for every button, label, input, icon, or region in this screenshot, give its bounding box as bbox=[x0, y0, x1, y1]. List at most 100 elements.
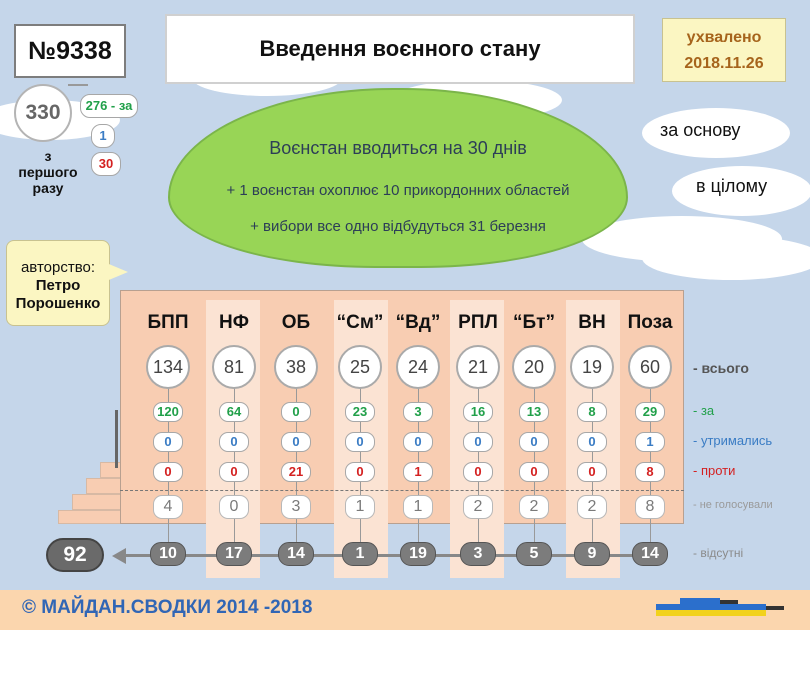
page-title: Введення воєнного стану bbox=[165, 14, 635, 84]
party-vidsutni-bpp: 10 bbox=[150, 542, 186, 566]
cloud-decoration bbox=[642, 108, 790, 158]
row-label-proty: - проти bbox=[693, 463, 736, 478]
party-utrymalys-ob: 0 bbox=[281, 432, 311, 452]
absent-arrow-line bbox=[124, 554, 654, 557]
party-utrymalys-rpl: 0 bbox=[463, 432, 493, 452]
authorship-label: авторство: bbox=[20, 259, 96, 276]
connector-line bbox=[68, 84, 88, 86]
row-label-total: - всього bbox=[693, 360, 749, 376]
note-basis: за основу bbox=[660, 120, 741, 140]
party-utrymalys-nf: 0 bbox=[219, 432, 249, 452]
separator-line bbox=[120, 490, 684, 491]
party-utrymalys-vn: 0 bbox=[577, 432, 607, 452]
party-vidsutni-rpl: 3 bbox=[460, 542, 496, 566]
party-proty-ob: 21 bbox=[281, 462, 311, 482]
party-name-vn: ВН bbox=[578, 312, 606, 333]
infographic-canvas: №9338 Введення воєнного стану ухвалено 2… bbox=[0, 0, 810, 630]
summary-line-1: Воєнстан вводиться на 30 днів bbox=[269, 138, 527, 158]
party-total-vn: 19 bbox=[570, 345, 614, 389]
party-ne-golos-rpl: 2 bbox=[463, 495, 493, 519]
absent-arrow-head bbox=[112, 548, 126, 564]
party-ne-golos-nf: 0 bbox=[219, 495, 249, 519]
party-proty-rpl: 0 bbox=[463, 462, 493, 482]
first-reading-label-1: з bbox=[44, 148, 52, 164]
stairs-decoration bbox=[100, 462, 122, 478]
party-ne-golos-poza: 8 bbox=[635, 495, 665, 519]
party-ne-golos-vd: 1 bbox=[403, 495, 433, 519]
party-za-nf: 64 bbox=[219, 402, 249, 422]
flag-rifle-icon bbox=[656, 598, 784, 616]
party-proty-vd: 1 bbox=[403, 462, 433, 482]
party-za-vd: 3 bbox=[403, 402, 433, 422]
party-vidsutni-bt: 5 bbox=[516, 542, 552, 566]
row-label-utrymalys: - утримались bbox=[693, 433, 773, 448]
party-ne-golos-vn: 2 bbox=[577, 495, 607, 519]
first-reading-label-3: разу bbox=[32, 180, 64, 196]
party-proty-bpp: 0 bbox=[153, 462, 183, 482]
stairs-decoration bbox=[58, 510, 122, 524]
authorship-bubble: авторство: Петро Порошенко bbox=[6, 240, 110, 326]
first-reading-za: 276 - за bbox=[80, 94, 138, 118]
party-utrymalys-sm: 0 bbox=[345, 432, 375, 452]
absent-total: 92 bbox=[46, 538, 104, 572]
party-name-poza: Поза bbox=[627, 312, 673, 333]
bubble-tail bbox=[104, 262, 128, 282]
party-name-rpl: РПЛ bbox=[458, 312, 498, 333]
party-total-ob: 38 bbox=[274, 345, 318, 389]
party-za-ob: 0 bbox=[281, 402, 311, 422]
party-za-poza: 29 bbox=[635, 402, 665, 422]
party-total-rpl: 21 bbox=[456, 345, 500, 389]
party-vidsutni-nf: 17 bbox=[216, 542, 252, 566]
party-name-bpp: БПП bbox=[147, 312, 189, 333]
author-name-1: Петро bbox=[35, 277, 81, 294]
summary-line-2: + 1 воєнстан охоплює 10 прикордонних обл… bbox=[226, 182, 570, 199]
stairs-decoration bbox=[86, 478, 122, 494]
party-vidsutni-poza: 14 bbox=[632, 542, 668, 566]
party-za-bt: 13 bbox=[519, 402, 549, 422]
party-za-rpl: 16 bbox=[463, 402, 493, 422]
summary-line-3: + вибори все одно відбудуться 31 березня bbox=[250, 218, 546, 235]
stairs-decoration bbox=[72, 494, 122, 510]
first-reading-total: 330 bbox=[14, 84, 72, 142]
party-proty-poza: 8 bbox=[635, 462, 665, 482]
party-name-vd: “Вд” bbox=[395, 312, 441, 333]
party-ne-golos-ob: 3 bbox=[281, 495, 311, 519]
party-utrymalys-bpp: 0 bbox=[153, 432, 183, 452]
author-name-2: Порошенко bbox=[15, 295, 101, 312]
party-vidsutni-vn: 9 bbox=[574, 542, 610, 566]
party-total-poza: 60 bbox=[628, 345, 672, 389]
summary-bubble bbox=[168, 88, 628, 268]
party-za-bpp: 120 bbox=[153, 402, 183, 422]
party-utrymalys-poza: 1 bbox=[635, 432, 665, 452]
party-utrymalys-vd: 0 bbox=[403, 432, 433, 452]
party-total-vd: 24 bbox=[396, 345, 440, 389]
party-ne-golos-sm: 1 bbox=[345, 495, 375, 519]
party-proty-bt: 0 bbox=[519, 462, 549, 482]
row-label-za: - за bbox=[693, 403, 715, 418]
first-reading-proty: 30 bbox=[91, 152, 121, 176]
cloud-decoration bbox=[642, 236, 810, 280]
party-total-bt: 20 bbox=[512, 345, 556, 389]
row-label-ne-golos: - не голосували bbox=[693, 499, 773, 511]
first-reading-label-2: першого bbox=[18, 164, 78, 180]
approved-badge: ухвалено 2018.11.26 bbox=[662, 18, 786, 82]
approved-label: ухвалено bbox=[686, 29, 762, 46]
party-vidsutni-ob: 14 bbox=[278, 542, 314, 566]
party-proty-sm: 0 bbox=[345, 462, 375, 482]
bill-number: №9338 bbox=[14, 24, 126, 78]
party-ne-golos-bt: 2 bbox=[519, 495, 549, 519]
party-ne-golos-bpp: 4 bbox=[153, 495, 183, 519]
first-reading-label: з першого разу bbox=[8, 148, 88, 196]
party-name-nf: НФ bbox=[219, 312, 249, 333]
approved-date: 2018.11.26 bbox=[684, 55, 764, 72]
note-whole: в цілому bbox=[696, 176, 768, 196]
party-total-bpp: 134 bbox=[146, 345, 190, 389]
first-reading-utrymalys: 1 bbox=[91, 124, 115, 148]
party-proty-vn: 0 bbox=[577, 462, 607, 482]
party-proty-nf: 0 bbox=[219, 462, 249, 482]
party-za-vn: 8 bbox=[577, 402, 607, 422]
party-name-ob: ОБ bbox=[281, 312, 311, 333]
party-total-sm: 25 bbox=[338, 345, 382, 389]
footer-copyright: © МАЙДАН.СВОДКИ 2014 -2018 bbox=[22, 597, 313, 618]
cloud-decoration bbox=[672, 166, 810, 216]
